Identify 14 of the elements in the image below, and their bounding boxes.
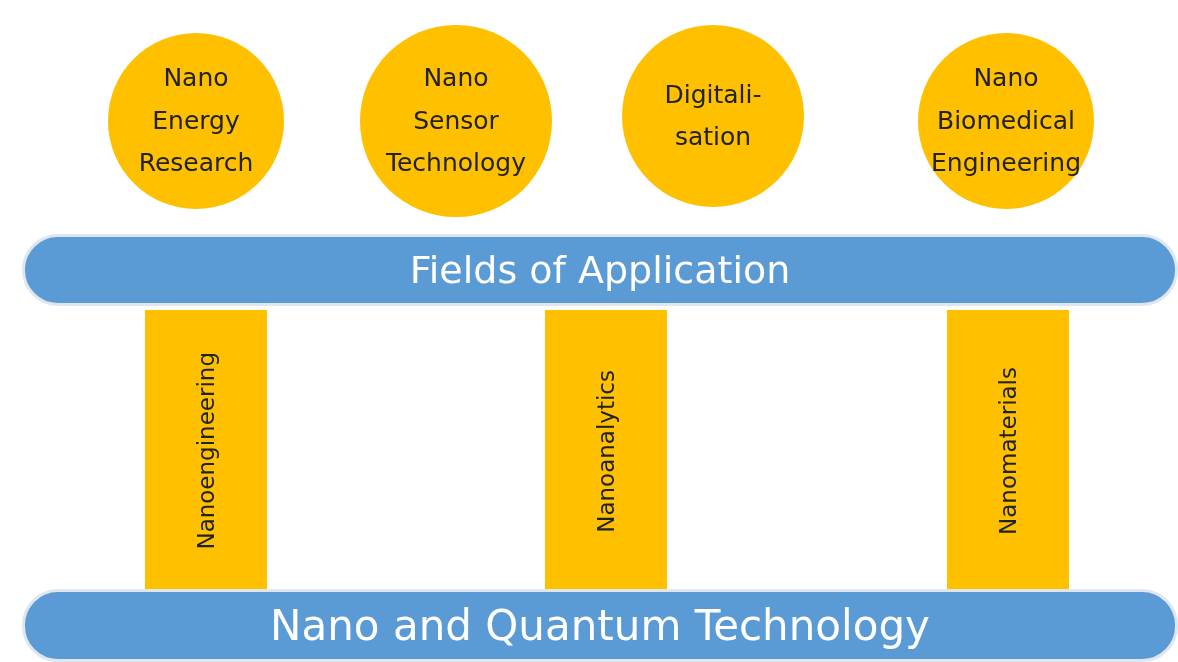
- field-label: Nano Sensor Technology: [384, 62, 527, 180]
- field-label: Digitali-sation: [663, 78, 763, 153]
- pillar-bar: [545, 310, 667, 592]
- field-label: Nano Biomedical Engineering: [931, 62, 1081, 180]
- banner-title: Fields of Application: [409, 248, 791, 292]
- pillar-bar: [145, 310, 267, 592]
- field-label: Nano Energy Research: [137, 62, 255, 180]
- field-label: Nanomaterials: [995, 367, 1021, 535]
- field-label: Nanoengineering: [193, 352, 219, 550]
- banner-title: Nano and Quantum Technology: [270, 601, 930, 650]
- banner-bar: [22, 234, 1178, 306]
- field-label: Nanoanalytics: [593, 369, 619, 533]
- pillar-bar: [947, 310, 1069, 592]
- banner-bar: [22, 589, 1178, 662]
